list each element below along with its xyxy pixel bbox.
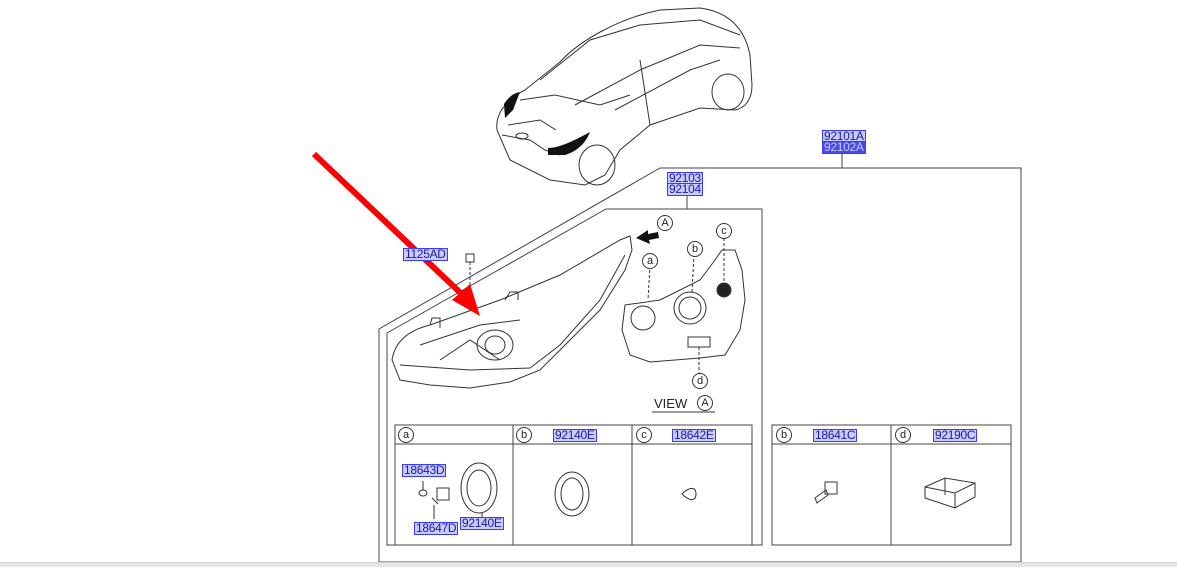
- highlighted-headlamp-left: [504, 92, 520, 118]
- cell-key-a: a: [398, 427, 414, 443]
- part-label-92102A[interactable]: 92102A: [822, 140, 866, 154]
- part-label-92190C[interactable]: 92190C: [933, 428, 978, 442]
- cell-key-b: b: [516, 427, 532, 443]
- part-label-92104[interactable]: 92104: [667, 182, 703, 196]
- part-label-18642E[interactable]: 18642E: [672, 428, 716, 442]
- cell-key-c: c: [636, 427, 652, 443]
- view-direction-arrow: [636, 230, 659, 244]
- callout-A: A: [657, 215, 673, 231]
- callout-a: a: [642, 253, 658, 269]
- cell-key-d: d: [895, 427, 911, 443]
- highlighted-headlamp-right: [548, 132, 590, 155]
- callout-d: d: [692, 373, 708, 389]
- part-label-92140E-cell-a[interactable]: 92140E: [460, 516, 504, 530]
- part-label-18647D[interactable]: 18647D: [414, 521, 459, 535]
- assembly-frame: [378, 152, 1022, 563]
- view-marker-A: A: [697, 395, 713, 411]
- callout-b: b: [687, 241, 703, 257]
- part-label-1125AD[interactable]: 1125AD: [403, 247, 448, 261]
- view-label: VIEW: [654, 396, 688, 411]
- headlamp-assembly-drawing: [391, 235, 633, 389]
- part-label-18643D[interactable]: 18643D: [402, 463, 447, 477]
- part-label-18641C[interactable]: 18641C: [813, 428, 858, 442]
- part-icons: [418, 462, 976, 519]
- car-illustration: [496, 7, 753, 186]
- part-label-92140E-header[interactable]: 92140E: [553, 428, 597, 442]
- cell-key-b-right: b: [776, 427, 792, 443]
- parts-table-left-grid: [394, 424, 753, 546]
- parts-table-right-grid: [771, 424, 1012, 546]
- bottom-scroll-edge: [0, 562, 1177, 567]
- red-arrow-annotation: [311, 151, 480, 316]
- view-a-drawing: [621, 238, 746, 413]
- callout-c: c: [716, 223, 732, 239]
